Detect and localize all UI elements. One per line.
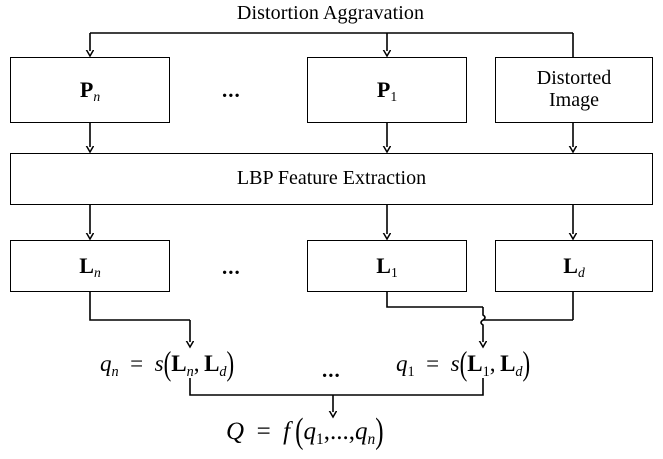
wire-to-q1-with-hop [481, 307, 485, 342]
node-pseudo-reference-1[interactable]: P1 [307, 57, 467, 123]
equation-quality-pooling: Q = f (q1,...,qn) [226, 411, 384, 452]
node-pseudo-reference-n-label: Pn [79, 77, 101, 105]
node-distorted-image-line1: Distorted [536, 67, 612, 90]
ellipsis-pseudo-reference-row: ... [222, 78, 241, 102]
node-lbp-feature-extraction-label: LBP Feature Extraction [236, 167, 427, 190]
node-feature-d[interactable]: Ld [495, 240, 653, 292]
node-distorted-image[interactable]: Distorted Image [495, 57, 653, 123]
equation-similarity-n: qn = s(Ln, Ld) [100, 345, 235, 382]
node-distorted-image-line2: Image [549, 89, 599, 111]
ellipsis-similarity-row: ... [322, 358, 341, 382]
node-lbp-feature-extraction[interactable]: LBP Feature Extraction [10, 153, 653, 205]
node-pseudo-reference-n[interactable]: Pn [10, 57, 170, 123]
wire-ln-route [89, 292, 190, 321]
node-feature-1-label: L1 [376, 253, 398, 281]
node-feature-d-label: Ld [563, 253, 585, 281]
ellipsis-feature-row: ... [222, 255, 241, 279]
equation-similarity-1: q1 = s(L1, Ld) [396, 345, 531, 382]
node-pseudo-reference-1-label: P1 [376, 77, 398, 105]
node-feature-1[interactable]: L1 [307, 240, 467, 292]
diagram-title: Distortion Aggravation [236, 2, 425, 24]
wire-l1-route [386, 292, 483, 308]
node-feature-n[interactable]: Ln [10, 240, 170, 292]
node-feature-n-label: Ln [79, 253, 101, 281]
